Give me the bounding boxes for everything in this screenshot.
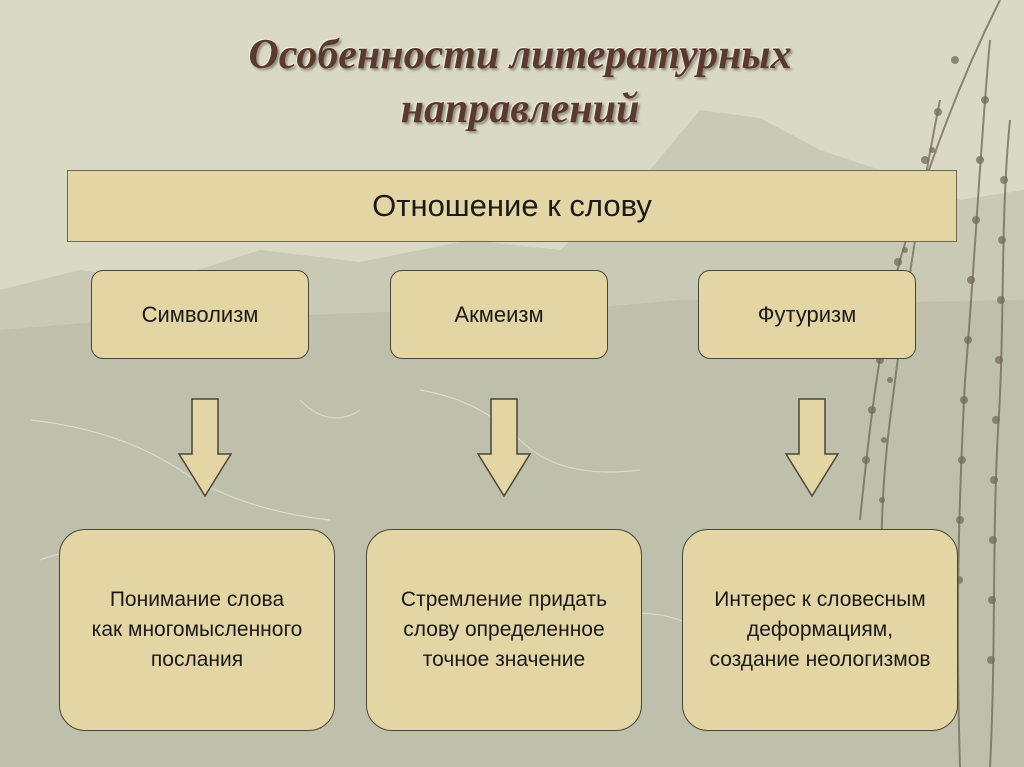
category-acmeism: Акмеизм (390, 270, 608, 359)
down-arrow-icon (477, 398, 531, 498)
category-futurism: Футуризм (698, 270, 916, 359)
category-symbolism: Символизм (91, 270, 309, 359)
description-acmeism: Стремление придать слову определенное то… (366, 529, 642, 731)
down-arrow-icon (178, 398, 232, 498)
down-arrow-icon (785, 398, 839, 498)
slide-title: Особенности литературных направлений (248, 32, 792, 132)
header-box: Отношение к слову (67, 170, 957, 242)
description-futurism: Интерес к словесным деформациям, создани… (682, 529, 958, 731)
description-symbolism: Понимание слова как многомысленного посл… (59, 529, 335, 731)
